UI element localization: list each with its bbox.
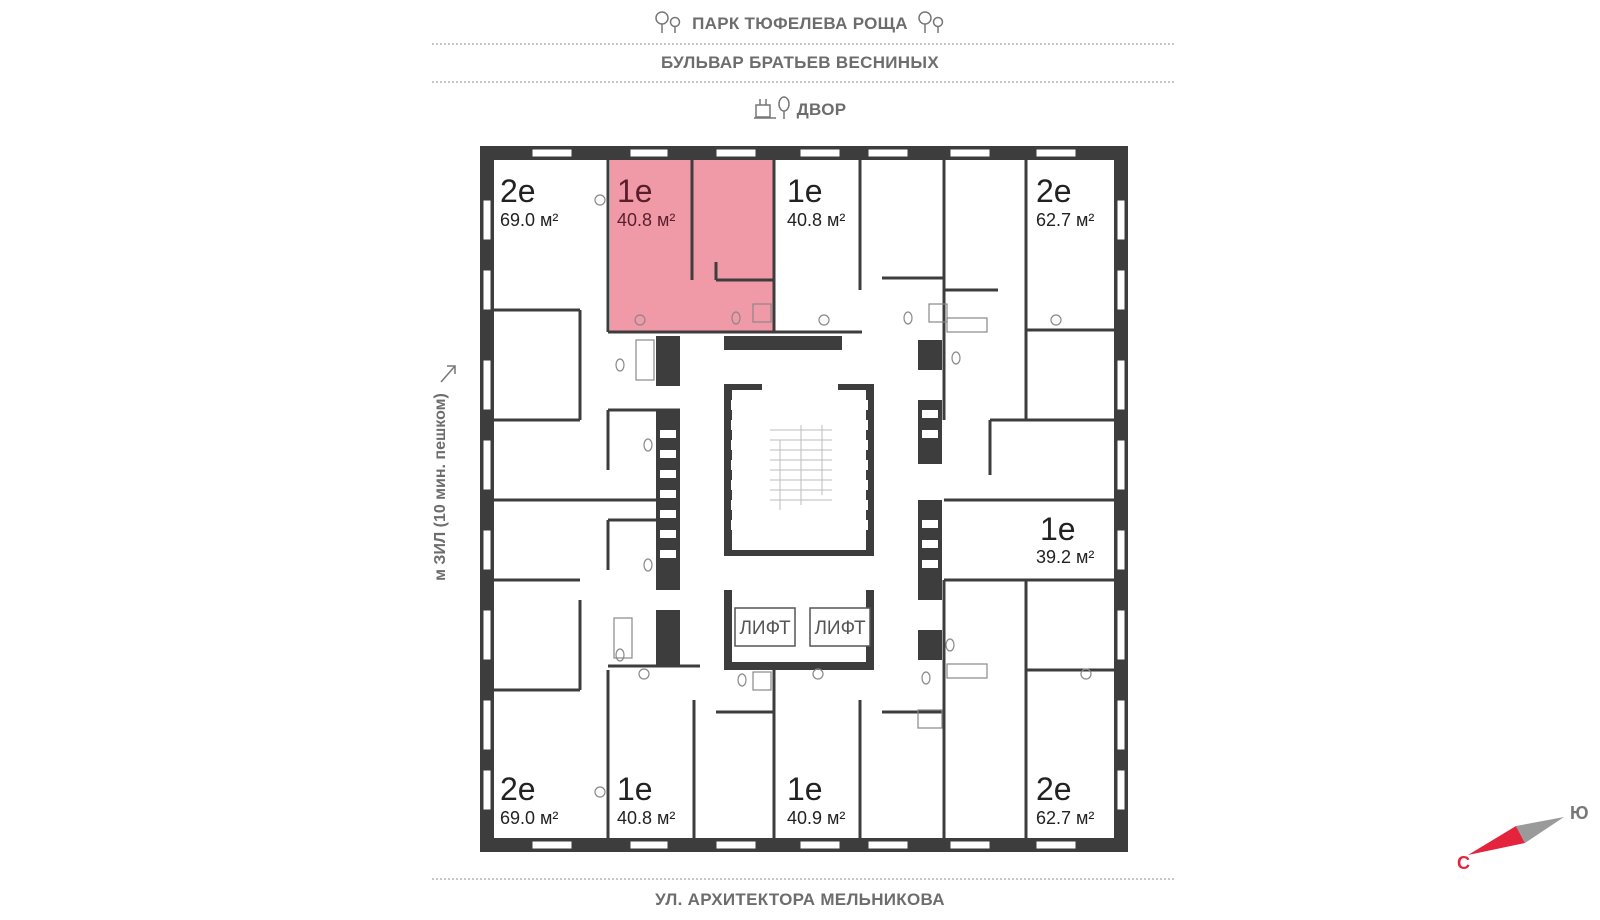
divider <box>432 878 1174 880</box>
unit-area: 62.7 м² <box>1036 210 1094 230</box>
unit-area: 62.7 м² <box>1036 808 1094 828</box>
unit-type: 2е <box>500 173 536 209</box>
unit-type: 2е <box>1036 771 1072 807</box>
yard-label: ДВОР <box>0 95 1600 126</box>
boulevard-label: БУЛЬВАР БРАТЬЕВ ВЕСНИНЫХ <box>661 53 939 72</box>
lift-box <box>734 607 796 647</box>
tree-icon <box>653 10 687 39</box>
unit-type: 1е <box>617 771 653 807</box>
bath-fixtures <box>594 194 1092 798</box>
windows <box>482 148 1126 850</box>
unit-area: 40.9 м² <box>787 808 845 828</box>
unit-type: 2е <box>1036 173 1072 209</box>
unit-type-selected[interactable]: 1е <box>617 173 653 209</box>
unit-type: 2е <box>500 771 536 807</box>
unit-area: 69.0 м² <box>500 210 558 230</box>
compass-south-label: Ю <box>1570 803 1589 823</box>
playground-icon <box>753 95 792 126</box>
lift-label: ЛИФТ <box>814 618 866 639</box>
yard-label-text: ДВОР <box>796 99 847 119</box>
divider <box>432 43 1174 45</box>
unit-area-selected[interactable]: 40.8 м² <box>617 210 675 230</box>
unit-area: 40.8 м² <box>617 808 675 828</box>
unit-type: 1е <box>787 173 823 209</box>
divider <box>432 81 1174 83</box>
metro-label: м ЗИЛ (10 мин. пешком) <box>432 393 449 581</box>
lift-label: ЛИФТ <box>739 618 791 639</box>
arrow-up-right-icon <box>440 365 456 383</box>
park-label-text: ПАРК ТЮФЕЛЕВА РОЩА <box>692 13 908 33</box>
lift-box <box>809 607 871 647</box>
unit-type: 1е <box>1040 511 1076 547</box>
unit-area: 39.2 м² <box>1036 547 1094 567</box>
street-bottom-label: УЛ. АРХИТЕКТОРА МЕЛЬНИКОВА <box>655 890 945 909</box>
staircase <box>770 425 832 510</box>
tree-icon <box>913 10 947 39</box>
park-label: ПАРК ТЮФЕЛЕВА РОЩА <box>0 10 1600 39</box>
core-walls <box>656 336 942 670</box>
unit-area: 69.0 м² <box>500 808 558 828</box>
unit-area: 40.8 м² <box>787 210 845 230</box>
stair-treads <box>660 400 938 568</box>
compass-north-label: С <box>1457 853 1470 873</box>
compass-icon <box>1468 817 1564 855</box>
interior-walls <box>494 160 1114 838</box>
unit-type: 1е <box>787 771 823 807</box>
